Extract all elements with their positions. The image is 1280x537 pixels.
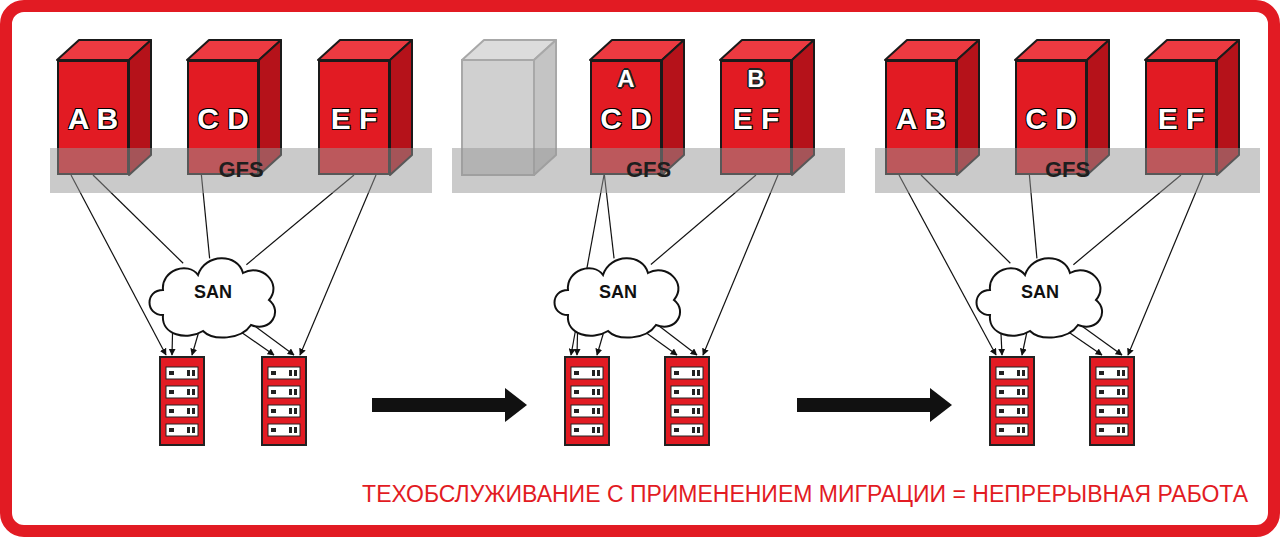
cloud-label: SAN — [194, 283, 232, 303]
direct-link — [71, 175, 166, 355]
frame — [6, 6, 1274, 531]
cloud-shape — [977, 258, 1103, 337]
cloud-shape — [150, 258, 276, 337]
migrated-service: A — [617, 66, 634, 92]
storage-array — [262, 357, 306, 445]
san-cloud: SAN — [548, 245, 688, 340]
service-label: C D — [600, 102, 652, 135]
gfs-band: GFS — [452, 148, 845, 193]
step-arrow — [797, 388, 952, 422]
cloud-label: SAN — [599, 283, 637, 303]
cloud-label: SAN — [1021, 283, 1059, 303]
service-label: C D — [197, 102, 249, 135]
service-label: A B — [68, 102, 119, 135]
migrated-service: B — [747, 66, 764, 92]
band-label: GFS — [1045, 158, 1090, 182]
service-label: C D — [1025, 102, 1077, 135]
service-label: E F — [1158, 102, 1205, 135]
band-label: GFS — [626, 158, 671, 182]
storage-array — [990, 357, 1034, 445]
storage-array — [665, 357, 709, 445]
step-arrow — [372, 388, 527, 422]
band-label: GFS — [218, 158, 263, 182]
storage-array — [160, 357, 204, 445]
storage-array — [565, 357, 609, 445]
direct-link — [703, 175, 778, 355]
direct-link — [300, 175, 376, 355]
service-label: E F — [331, 102, 378, 135]
service-label: A B — [896, 102, 947, 135]
storage-array — [1090, 357, 1134, 445]
gfs-band: GFS — [875, 148, 1260, 193]
gfs-band: GFS — [50, 148, 432, 193]
san-cloud: SAN — [970, 245, 1110, 340]
caption: ТЕХОБСЛУЖИВАНИЕ С ПРИМЕНЕНИЕМ МИГРАЦИИ =… — [362, 482, 1248, 507]
cloud-shape — [555, 258, 681, 337]
direct-link — [1128, 175, 1203, 355]
service-label: E F — [733, 102, 780, 135]
san-cloud: SAN — [143, 245, 283, 340]
storage-arrays — [71, 175, 1203, 445]
